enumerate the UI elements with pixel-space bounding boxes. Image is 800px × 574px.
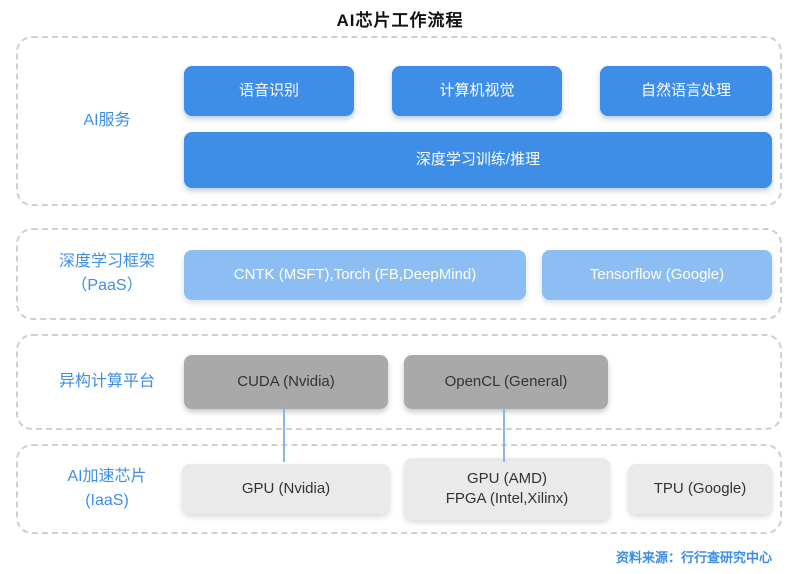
node-tpu-google: TPU (Google) <box>628 464 772 514</box>
layer-label-line1: AI加速芯片 <box>67 468 147 485</box>
layer-hetero-compute-label: 异构计算平台 <box>32 336 182 428</box>
layer-ai-services: AI服务 语音识别 计算机视觉 自然语言处理 深度学习训练/推理 <box>16 36 782 206</box>
node-gpu-amd-fpga: GPU (AMD) FPGA (Intel,Xilinx) <box>404 458 610 520</box>
node-nlp: 自然语言处理 <box>600 66 772 116</box>
node-fpga-line: FPGA (Intel,Xilinx) <box>445 490 569 507</box>
layer-label-line2: (IaaS) <box>85 492 129 509</box>
node-cuda: CUDA (Nvidia) <box>184 355 388 409</box>
node-computer-vision: 计算机视觉 <box>392 66 562 116</box>
layer-label-text: 异构计算平台 <box>58 373 155 390</box>
node-deep-learning-training-inference: 深度学习训练/推理 <box>184 132 772 188</box>
layer-ai-services-label: AI服务 <box>32 38 182 204</box>
layer-ai-chips-label: AI加速芯片 (IaaS) <box>32 446 182 532</box>
node-cntk-torch: CNTK (MSFT),Torch (FB,DeepMind) <box>184 250 526 300</box>
node-opencl: OpenCL (General) <box>404 355 608 409</box>
layer-label-line2: （PaaS） <box>71 277 143 294</box>
node-gpu-amd-line: GPU (AMD) <box>467 470 547 487</box>
connector-cuda-to-gpu-nvidia <box>283 407 285 462</box>
layer-label-line1: 深度学习框架 <box>58 253 155 270</box>
layer-dl-frameworks: 深度学习框架 （PaaS） CNTK (MSFT),Torch (FB,Deep… <box>16 228 782 320</box>
diagram-title: AI芯片工作流程 <box>336 11 464 30</box>
node-tensorflow: Tensorflow (Google) <box>542 250 772 300</box>
layer-hetero-compute: 异构计算平台 CUDA (Nvidia) OpenCL (General) <box>16 334 782 430</box>
layer-dl-frameworks-label: 深度学习框架 （PaaS） <box>32 230 182 318</box>
layer-label-text: AI服务 <box>83 112 131 129</box>
source-note: 资料来源：行行查研究中心 <box>615 550 772 565</box>
connector-opencl-to-gpu-amd <box>503 407 505 462</box>
node-gpu-nvidia: GPU (Nvidia) <box>182 464 390 514</box>
layer-ai-chips: AI加速芯片 (IaaS) GPU (Nvidia) GPU (AMD) FPG… <box>16 444 782 534</box>
node-speech-recognition: 语音识别 <box>184 66 354 116</box>
